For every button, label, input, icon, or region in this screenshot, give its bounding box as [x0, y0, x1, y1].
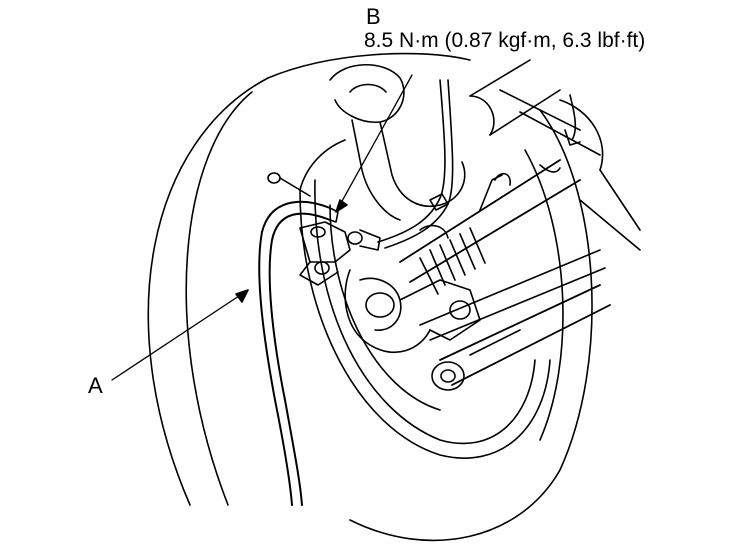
- brake-hose: [258, 200, 339, 506]
- drive-shaft: [399, 159, 581, 295]
- leader-line-a: [111, 289, 249, 381]
- knuckle-upper: [329, 63, 604, 221]
- leader-line-b: [335, 74, 413, 213]
- hose-bracket: [299, 221, 381, 286]
- tire: [147, 52, 593, 542]
- lower-arm: [419, 249, 611, 391]
- brake-lines: [377, 79, 581, 249]
- torque-spec: 8.5 N·m (0.87 kgf·m, 6.3 lbf·ft): [364, 29, 646, 52]
- callout-label-b: B: [366, 4, 381, 29]
- brake-caliper: [344, 224, 481, 354]
- brake-disc: [299, 139, 551, 459]
- callout-label-a: A: [88, 373, 103, 398]
- washer: [267, 172, 311, 197]
- upper-links: [469, 59, 641, 251]
